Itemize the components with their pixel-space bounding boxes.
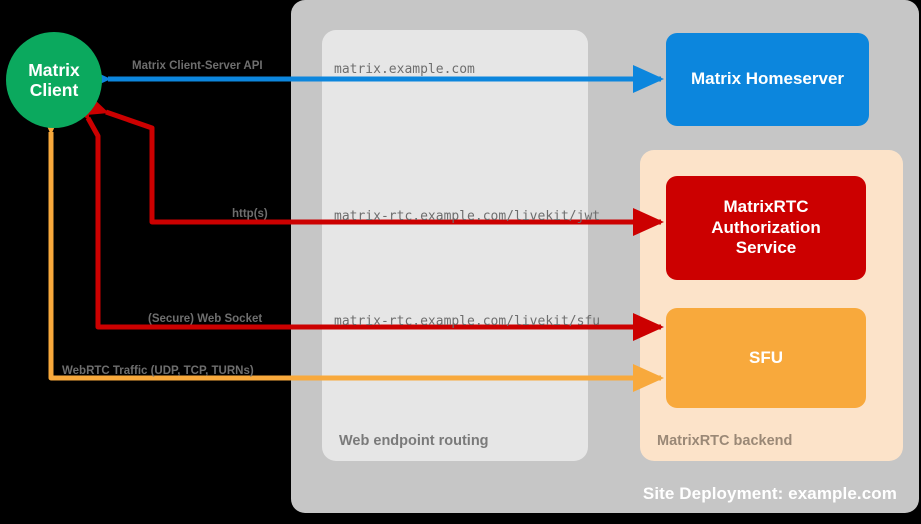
web-endpoint-routing-label: Web endpoint routing xyxy=(339,433,489,449)
node-matrix-client-line1: Matrix xyxy=(28,59,80,80)
node-matrix-client-line2: Client xyxy=(29,80,79,100)
node-matrix-homeserver[interactable]: Matrix Homeserver xyxy=(666,33,869,126)
node-matrixrtc-authorization-service[interactable]: MatrixRTC Authorization Service xyxy=(666,176,866,280)
node-sfu[interactable]: SFU xyxy=(666,308,866,408)
edge-label-client-server-api: Matrix Client-Server API xyxy=(132,60,263,72)
node-auth-line1: MatrixRTC xyxy=(723,197,809,217)
matrixrtc-backend-label: MatrixRTC backend xyxy=(657,433,793,449)
node-sfu-label: SFU xyxy=(749,347,783,367)
edge-label-secure-websocket: (Secure) Web Socket xyxy=(148,313,263,325)
endpoint-url-sfu: matrix-rtc.example.com/livekit/sfu xyxy=(334,314,601,329)
endpoint-url-jwt: matrix-rtc.example.com/livekit/jwt xyxy=(334,209,601,224)
endpoint-url-matrix: matrix.example.com xyxy=(334,62,475,77)
node-auth-line3: Service xyxy=(735,238,797,258)
edge-webrtc-traffic xyxy=(36,104,665,393)
node-matrix-client[interactable]: Matrix Client xyxy=(6,32,102,128)
node-auth-line2: Authorization xyxy=(711,217,821,237)
site-deployment-label: Site Deployment: example.com xyxy=(642,484,897,503)
edge-label-webrtc-traffic: WebRTC Traffic (UDP, TCP, TURNs) xyxy=(62,365,254,377)
edge-label-https: http(s) xyxy=(232,208,268,220)
node-matrix-homeserver-label: Matrix Homeserver xyxy=(690,69,845,89)
edge-https-jwt xyxy=(74,89,665,237)
